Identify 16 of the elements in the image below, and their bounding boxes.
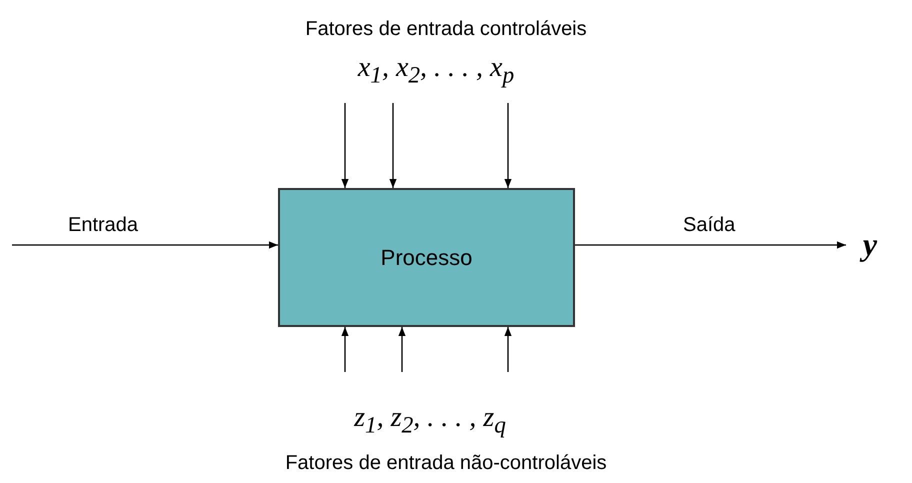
arrow [341,103,349,188]
arrow [12,241,278,249]
arrow [398,327,406,372]
arrow [575,241,846,249]
heading-label: Fatores de entrada controláveis [305,18,587,41]
heading-label: Fatores de entrada não-controláveis [285,452,607,475]
edge-label: Saída [683,214,736,237]
arrow [389,103,397,188]
edge-label: Entrada [68,214,138,237]
variable-list: x$_{1}$, x$_{2}$, . . . , x$_{p}$ [358,52,514,90]
arrow [504,327,512,372]
process-label: Processo [380,244,472,270]
arrow [341,327,349,372]
arrow [504,103,512,188]
process-box [278,188,575,327]
variable-list: z$_{1}$, z$_{2}$, . . . , z$_{q}$ [354,402,506,440]
